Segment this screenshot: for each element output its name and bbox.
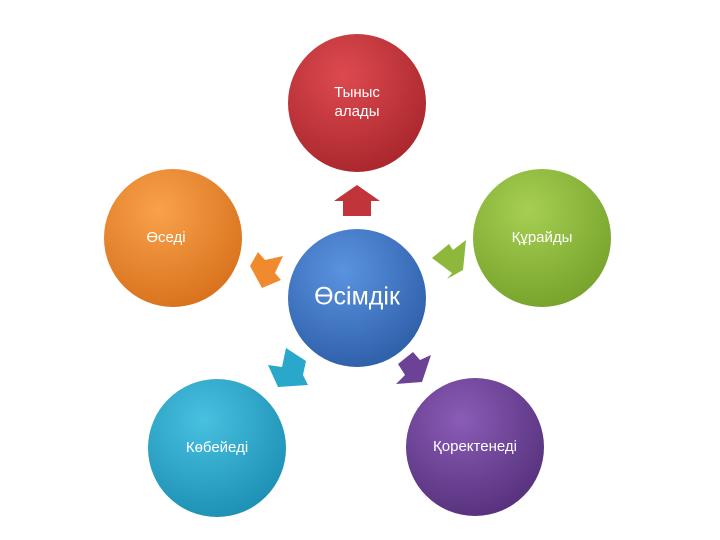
arrow-bottom-right-icon — [396, 352, 431, 384]
node-center-label: Өсімдік — [314, 283, 401, 311]
arrow-bottom-left-icon — [268, 348, 308, 387]
node-bottom-left-label: Көбейеді — [186, 439, 248, 456]
node-left: Өседі — [104, 169, 242, 307]
node-center: Өсімдік — [288, 229, 426, 367]
arrow-layer — [250, 185, 466, 387]
node-top-circle — [288, 34, 426, 172]
arrow-right-icon — [432, 240, 466, 279]
node-bottom-right-label: Қоректенеді — [433, 438, 517, 455]
node-bottom-left-circle — [148, 379, 286, 517]
node-top-label-line-2: алады — [335, 103, 380, 120]
node-bottom-left: Көбейеді — [148, 379, 286, 517]
node-center-circle — [288, 229, 426, 367]
node-right-circle — [473, 169, 611, 307]
node-right: Құрайды — [473, 169, 611, 307]
node-bottom-right-circle — [406, 378, 544, 516]
node-left-circle — [104, 169, 242, 307]
node-top-label-line-1: Тыныс — [334, 84, 380, 101]
node-right-label: Құрайды — [512, 229, 573, 246]
node-left-label: Өседі — [146, 229, 185, 246]
node-top: Тыныс алады — [288, 34, 426, 172]
arrow-left-icon — [250, 252, 283, 288]
arrow-up-icon — [334, 185, 380, 216]
node-bottom-right: Қоректенеді — [406, 378, 544, 516]
